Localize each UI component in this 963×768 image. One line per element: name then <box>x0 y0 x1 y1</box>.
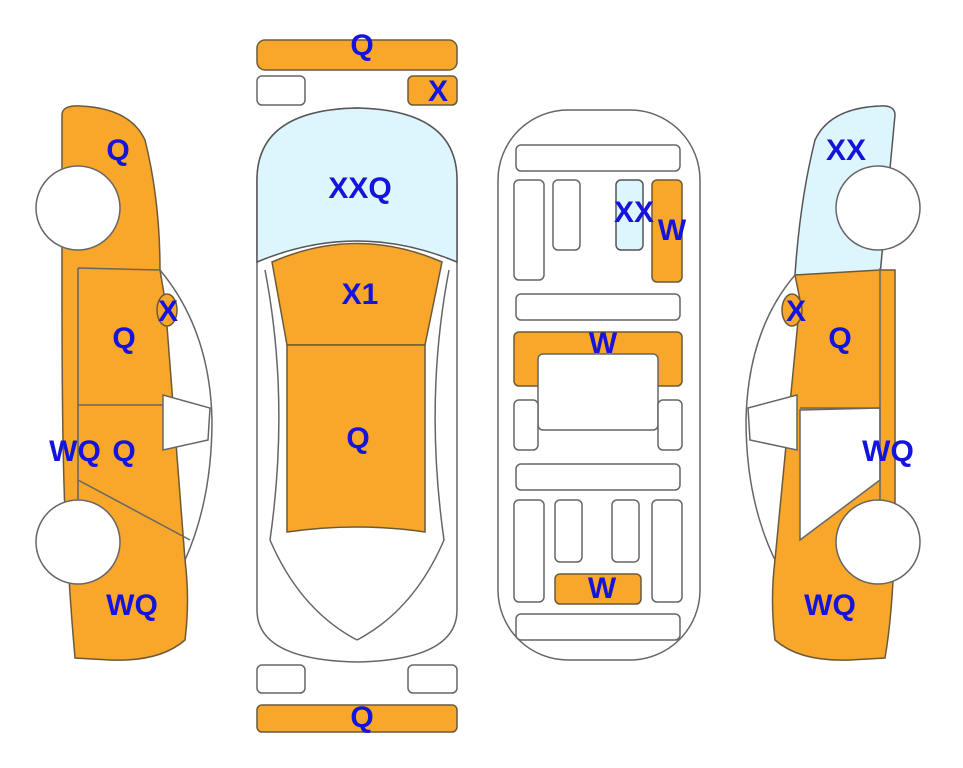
windshield[interactable] <box>256 107 458 264</box>
label-left-rear-quarter: WQ <box>106 589 158 622</box>
label-right-front-door: Q <box>828 322 851 355</box>
label-front-bumper: Q <box>350 29 373 62</box>
left-rear-wheel <box>35 499 121 585</box>
label-roof: Q <box>346 422 369 455</box>
top-view: Q X XXQ X1 Q Q <box>256 29 458 734</box>
label-right-rear-quarter: WQ <box>804 589 856 622</box>
left-headlight[interactable] <box>256 75 306 106</box>
panel <box>515 293 681 321</box>
left-mirror[interactable] <box>156 293 178 327</box>
panel <box>651 499 683 603</box>
panel <box>513 499 545 603</box>
left-side-view: Q X Q WQ Q WQ <box>35 105 213 661</box>
label-trunk: W <box>588 572 617 605</box>
left-window-line <box>159 269 213 561</box>
right-door-lines <box>800 268 881 500</box>
label-interior-glass-a: XX <box>614 196 654 229</box>
panel <box>552 179 581 251</box>
panel <box>657 399 683 451</box>
bottom-right-light[interactable] <box>407 664 458 694</box>
label-rear-bumper: Q <box>350 701 373 734</box>
label-left-rear-door-left: WQ <box>49 435 101 468</box>
label-right-rear-door: WQ <box>862 435 914 468</box>
interior-glass-a[interactable] <box>615 179 644 251</box>
right-front-wheel <box>835 165 921 251</box>
panel <box>611 499 640 563</box>
right-mirror[interactable] <box>781 293 803 327</box>
label-right-headlight: X <box>428 75 448 108</box>
top-side-lines <box>264 269 450 641</box>
label-left-rear-door: Q <box>112 435 135 468</box>
panel <box>513 179 545 281</box>
label-hood: X1 <box>342 278 379 311</box>
right-headlight[interactable] <box>407 75 458 106</box>
panel <box>515 613 681 641</box>
front-bumper[interactable] <box>256 39 458 71</box>
right-rear-window <box>747 394 798 451</box>
trunk-panel[interactable] <box>554 573 642 605</box>
label-interior-panel-b: W <box>658 214 687 247</box>
label-left-front-fender: Q <box>106 134 129 167</box>
label-dashboard: W <box>589 327 618 360</box>
hood[interactable] <box>271 242 443 346</box>
label-left-mirror: X <box>158 295 178 328</box>
panel <box>515 463 681 491</box>
label-right-mirror: X <box>786 295 806 328</box>
interior-view: XX W W W <box>497 109 701 661</box>
right-side-view: XX X Q WQ WQ <box>745 105 921 661</box>
left-front-wheel <box>35 165 121 251</box>
right-rear-wheel <box>835 499 921 585</box>
right-window-line <box>745 274 796 561</box>
label-left-front-door: Q <box>112 322 135 355</box>
label-windshield: XXQ <box>328 172 391 205</box>
panel <box>554 499 583 563</box>
panel <box>515 144 681 172</box>
label-right-front-glass: XX <box>826 134 866 167</box>
interior-panel-b[interactable] <box>651 179 683 283</box>
console <box>537 353 659 431</box>
left-rear-window <box>162 394 211 451</box>
left-door-lines <box>77 267 191 541</box>
rear-bumper[interactable] <box>256 704 458 733</box>
panel <box>513 399 539 451</box>
bottom-left-light[interactable] <box>256 664 306 694</box>
roof[interactable] <box>286 344 426 533</box>
